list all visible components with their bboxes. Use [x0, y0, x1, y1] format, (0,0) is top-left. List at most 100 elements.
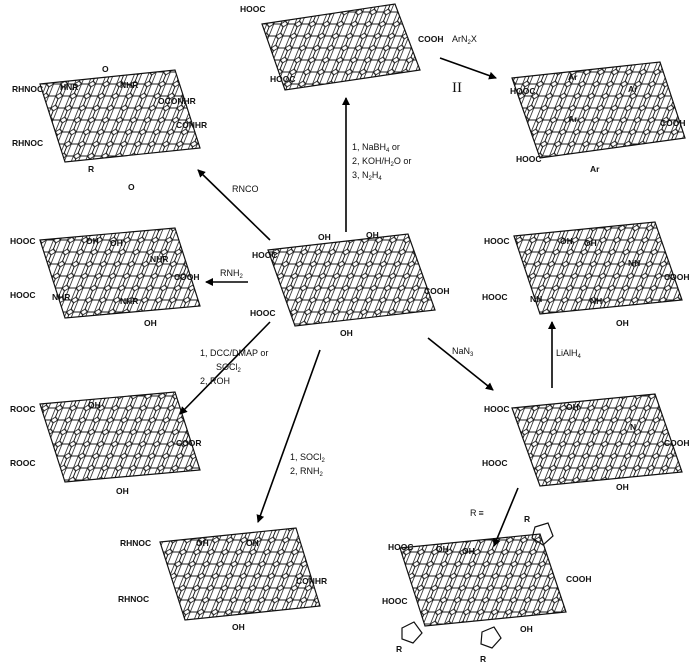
condition-diazonium: ArN2X	[452, 34, 477, 46]
arrow-to-bottom-center	[256, 349, 321, 523]
label-bc-rhnoc-2: RHNOC	[118, 594, 149, 604]
label-c-hooc-1: HOOC	[252, 250, 278, 260]
label-br-oh-2: OH	[462, 546, 475, 556]
label-rm-oh-2: OH	[584, 238, 597, 248]
sheet-top-left	[39, 69, 201, 163]
label-br-oh-3: OH	[520, 624, 533, 634]
label-bc-rhnoc-1: RHNOC	[120, 538, 151, 548]
label-lm-hooc-2: HOOC	[10, 290, 36, 300]
label-tl-o-2: O	[128, 182, 135, 192]
label-tl-oconhr: OCONHR	[158, 96, 196, 106]
label-br-r-top: R	[524, 514, 530, 524]
condition-rnh2: RNH2	[220, 268, 244, 280]
svg-text:SOCl2: SOCl2	[216, 362, 242, 374]
label-br-hooc-1: HOOC	[388, 542, 414, 552]
condition-roman-two: II	[452, 80, 462, 96]
label-top-cooh-3: HOOC	[270, 74, 296, 84]
label-rm-nh2-2: NH	[530, 294, 542, 304]
arrow-to-bottom-right	[492, 487, 519, 547]
label-tl-conhr: CONHR	[176, 120, 207, 130]
label-br-hooc-2: HOOC	[382, 596, 408, 606]
label-br-r-mid: R	[480, 654, 486, 664]
label-lm-oh-3: OH	[144, 318, 157, 328]
svg-text:3, N2H4: 3, N2H4	[352, 170, 382, 182]
label-bc-oh-3: OH	[232, 622, 245, 632]
label-tr-ar-1: Ar	[568, 72, 578, 82]
arrow-to-left-lower	[179, 321, 271, 415]
label-ll-coor: COOR	[176, 438, 202, 448]
triazole-rings	[401, 522, 554, 649]
label-tl-r: R	[88, 164, 94, 174]
label-br-cooh: COOH	[566, 574, 592, 584]
label-lm-nhr-3: NHR	[120, 296, 138, 306]
label-lm-oh-1: OH	[86, 236, 99, 246]
label-rm-cooh: COOH	[664, 272, 690, 282]
label-rl-cooh: COOH	[664, 438, 690, 448]
arrow-to-top-right	[439, 57, 497, 80]
label-tl-o-1: O	[102, 64, 109, 74]
label-c-hooc-2: HOOC	[250, 308, 276, 318]
label-c-oh-1: OH	[318, 232, 331, 242]
sheet-bottom-center	[159, 527, 321, 621]
condition-nan3: NaN3	[452, 346, 474, 358]
conditions-ester: 1, DCC/DMAP or SOCl2 2, ROH	[200, 348, 268, 386]
svg-text:2, ROH: 2, ROH	[200, 376, 230, 386]
triazole-left	[401, 621, 423, 644]
sheet-right-lower	[511, 393, 683, 487]
label-c-oh-2: OH	[366, 230, 379, 240]
label-rm-nh2-3: NH	[590, 296, 602, 306]
sheet-left-lower	[39, 391, 201, 483]
svg-text:1, NaBH4 or: 1, NaBH4 or	[352, 142, 400, 154]
label-tl-rhnoc-1: RHNOC	[12, 84, 43, 94]
label-c-oh-3: OH	[340, 328, 353, 338]
label-tr-hooc-1: HOOC	[510, 86, 536, 96]
condition-lialh4: LiAlH4	[556, 348, 582, 360]
label-bc-oh-1: OH	[196, 538, 209, 548]
condition-rnco: RNCO	[232, 184, 259, 194]
label-top-cooh-2: COOH	[418, 34, 444, 44]
label-tr-ar-4: Ar	[590, 164, 600, 174]
label-rm-oh-1: OH	[560, 236, 573, 246]
sheet-top-right	[511, 61, 686, 159]
label-rm-oh-3: OH	[616, 318, 629, 328]
reaction-arrows	[179, 57, 556, 547]
arrow-to-right-lower	[427, 337, 494, 391]
label-ll-rooc-1: ROOC	[10, 404, 36, 414]
sheet-left-mid	[39, 227, 201, 319]
label-lm-hooc-1: HOOC	[10, 236, 36, 246]
label-top-cooh-1: HOOC	[240, 4, 266, 14]
label-ll-oh-2: OH	[116, 486, 129, 496]
label-lm-cooh: COOH	[174, 272, 200, 282]
label-tr-hooc-2: HOOC	[516, 154, 542, 164]
label-tr-cooh: COOH	[660, 118, 686, 128]
svg-text:2, RNH2: 2, RNH2	[290, 466, 324, 478]
triazole-mid	[480, 626, 502, 649]
label-rl-oh-2: OH	[616, 482, 629, 492]
label-lm-oh-2: OH	[110, 238, 123, 248]
label-tl-hnr: HNR	[60, 82, 78, 92]
sheet-top	[261, 3, 421, 91]
svg-text:2, KOH/H2O or: 2, KOH/H2O or	[352, 156, 411, 168]
label-bc-oh-2: OH	[246, 538, 259, 548]
label-rl-hooc-1: HOOC	[484, 404, 510, 414]
label-rl-n3: N	[630, 422, 636, 432]
label-rm-hooc-2: HOOC	[482, 292, 508, 302]
label-lm-nhr: NHR	[150, 254, 168, 264]
label-ll-oh-1: OH	[88, 400, 101, 410]
triazole-top	[531, 522, 554, 546]
label-bc-conhr: CONHR	[296, 576, 327, 586]
label-c-cooh: COOH	[424, 286, 450, 296]
label-br-r-left: R	[396, 644, 402, 654]
label-lm-nhr-2: NHR	[52, 292, 70, 302]
label-tr-ar-3: Ar	[568, 114, 578, 124]
label-rl-oh-1: OH	[566, 402, 579, 412]
label-tl-rhnoc-2: RHNOC	[12, 138, 43, 148]
label-ll-rooc-2: ROOC	[10, 458, 36, 468]
conditions-amide: 1, SOCl2 2, RNH2	[290, 452, 326, 478]
condition-alkyne: R≡	[470, 508, 484, 518]
label-tl-nhr: NHR	[120, 80, 138, 90]
conditions-reduction: 1, NaBH4 or 2, KOH/H2O or 3, N2H4	[352, 142, 411, 182]
arrow-to-top-left	[197, 169, 271, 241]
label-rl-hooc-2: HOOC	[482, 458, 508, 468]
